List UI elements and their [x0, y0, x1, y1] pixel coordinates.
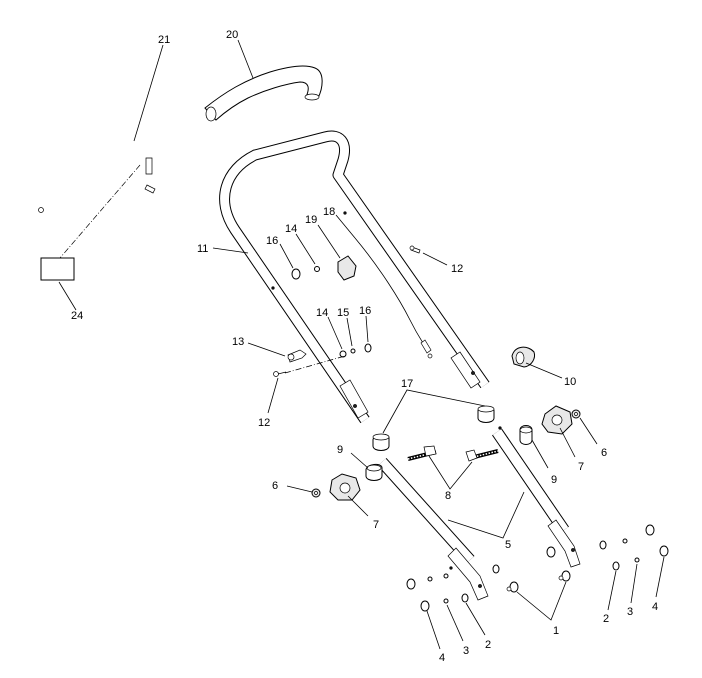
- leader-16b: [365, 315, 369, 343]
- part-hardware-right-stack: [599, 524, 669, 571]
- part-5-lower-tube-left: [377, 457, 489, 601]
- leader-6a: [286, 485, 313, 493]
- callout-6: 6: [601, 447, 607, 459]
- leader-3b: [630, 563, 638, 604]
- part-18-cable: [354, 237, 433, 359]
- leader-4b: [655, 556, 665, 598]
- callout-2: 2: [485, 639, 491, 651]
- callout-3: 3: [627, 606, 633, 618]
- callout-21: 21: [158, 34, 170, 46]
- leader-12a: [422, 252, 448, 266]
- callout-3: 3: [463, 645, 469, 657]
- leader-1: [516, 581, 567, 621]
- callout-15: 15: [337, 307, 349, 319]
- part-14-upper-washer: [314, 266, 320, 272]
- leader-14a: [295, 233, 316, 265]
- part-14-washer-mid: [339, 350, 347, 358]
- part-10-cable-guide: [511, 346, 535, 368]
- part-19-cable-clip: [337, 255, 357, 281]
- leader-3a: [446, 604, 464, 642]
- leader-4a: [426, 610, 441, 650]
- part-1-bushing-top-right: [546, 546, 556, 558]
- callout-11: 11: [197, 243, 208, 255]
- leader-2a: [465, 602, 486, 636]
- leader-24: [58, 281, 77, 311]
- callout-24: 24: [71, 310, 83, 322]
- part-6-nut-right: [571, 409, 581, 419]
- part-9-spacer-left: [365, 463, 383, 481]
- callout-20: 20: [226, 29, 238, 41]
- callout-9: 9: [551, 474, 557, 486]
- leader-20: [237, 39, 254, 79]
- leader-9a: [350, 452, 369, 469]
- callout-19: 19: [305, 214, 317, 226]
- part-15-washer-mid: [350, 348, 356, 354]
- part-9-spacer-right: [519, 425, 533, 445]
- leader-17: [382, 389, 486, 434]
- part-7-knob-left: [329, 473, 361, 501]
- part-21-bail: [38, 136, 159, 213]
- part-17-cap-left: [372, 433, 390, 451]
- callout-2: 2: [603, 613, 609, 625]
- leader-5: [447, 491, 525, 539]
- leader-2b: [607, 570, 617, 611]
- callout-5: 5: [505, 539, 511, 551]
- callout-14: 14: [316, 307, 328, 319]
- part-1-bushing-right: [558, 570, 571, 582]
- leader-21: [133, 44, 164, 142]
- callout-4: 4: [439, 652, 445, 664]
- part-6-nut-left: [311, 488, 321, 498]
- part-12-bolt-lower: [273, 371, 287, 377]
- part-16-upper-cap: [291, 268, 301, 280]
- leader-14b: [327, 316, 343, 350]
- callout-8: 8: [445, 490, 451, 502]
- part-16-cap-mid: [364, 343, 372, 353]
- callout-4: 4: [652, 601, 658, 613]
- part-12-bolt-upper: [409, 245, 421, 254]
- callout-14: 14: [285, 223, 297, 235]
- leader-11: [212, 247, 249, 254]
- leader-13: [247, 342, 286, 357]
- callout-9: 9: [337, 444, 343, 456]
- callout-7: 7: [373, 519, 379, 531]
- part-1-bushing-top-left: [492, 564, 500, 574]
- part-1-bushing-left: [506, 581, 519, 593]
- callout-18: 18: [323, 206, 335, 218]
- part-8-bolt-right: [465, 449, 499, 462]
- callout-10: 10: [564, 376, 576, 388]
- part-hardware-left-stack: [406, 573, 469, 612]
- leader-6b: [579, 417, 598, 445]
- callout-12: 12: [258, 417, 270, 429]
- leader-8: [428, 455, 473, 490]
- leader-10: [525, 362, 563, 379]
- callout-17: 17: [401, 378, 413, 390]
- leader-18: [335, 214, 356, 239]
- part-11-upper-handle: [219, 130, 490, 424]
- part-5-lower-tube-right: [492, 426, 581, 568]
- part-7-knob-right: [541, 405, 573, 435]
- leader-9b: [531, 439, 549, 469]
- callout-6: 6: [272, 480, 278, 492]
- part-8-bolt-left: [407, 445, 437, 461]
- callout-7: 7: [578, 461, 584, 473]
- callout-16: 16: [266, 235, 278, 247]
- leader-19: [317, 224, 341, 259]
- centerline-21-24: [59, 164, 141, 259]
- callout-1: 1: [553, 625, 559, 637]
- leader-12b: [267, 377, 279, 414]
- callout-12: 12: [451, 263, 463, 275]
- part-20-grip: [204, 65, 323, 122]
- leader-7b: [559, 427, 576, 458]
- leader-7a: [347, 495, 369, 517]
- part-24-decal: [40, 257, 75, 281]
- leader-15: [346, 317, 353, 347]
- part-17-cap-right: [477, 405, 495, 423]
- callout-16: 16: [359, 305, 371, 317]
- part-13-hook: [287, 349, 307, 363]
- callout-13: 13: [232, 336, 244, 348]
- leader-16a: [279, 243, 294, 269]
